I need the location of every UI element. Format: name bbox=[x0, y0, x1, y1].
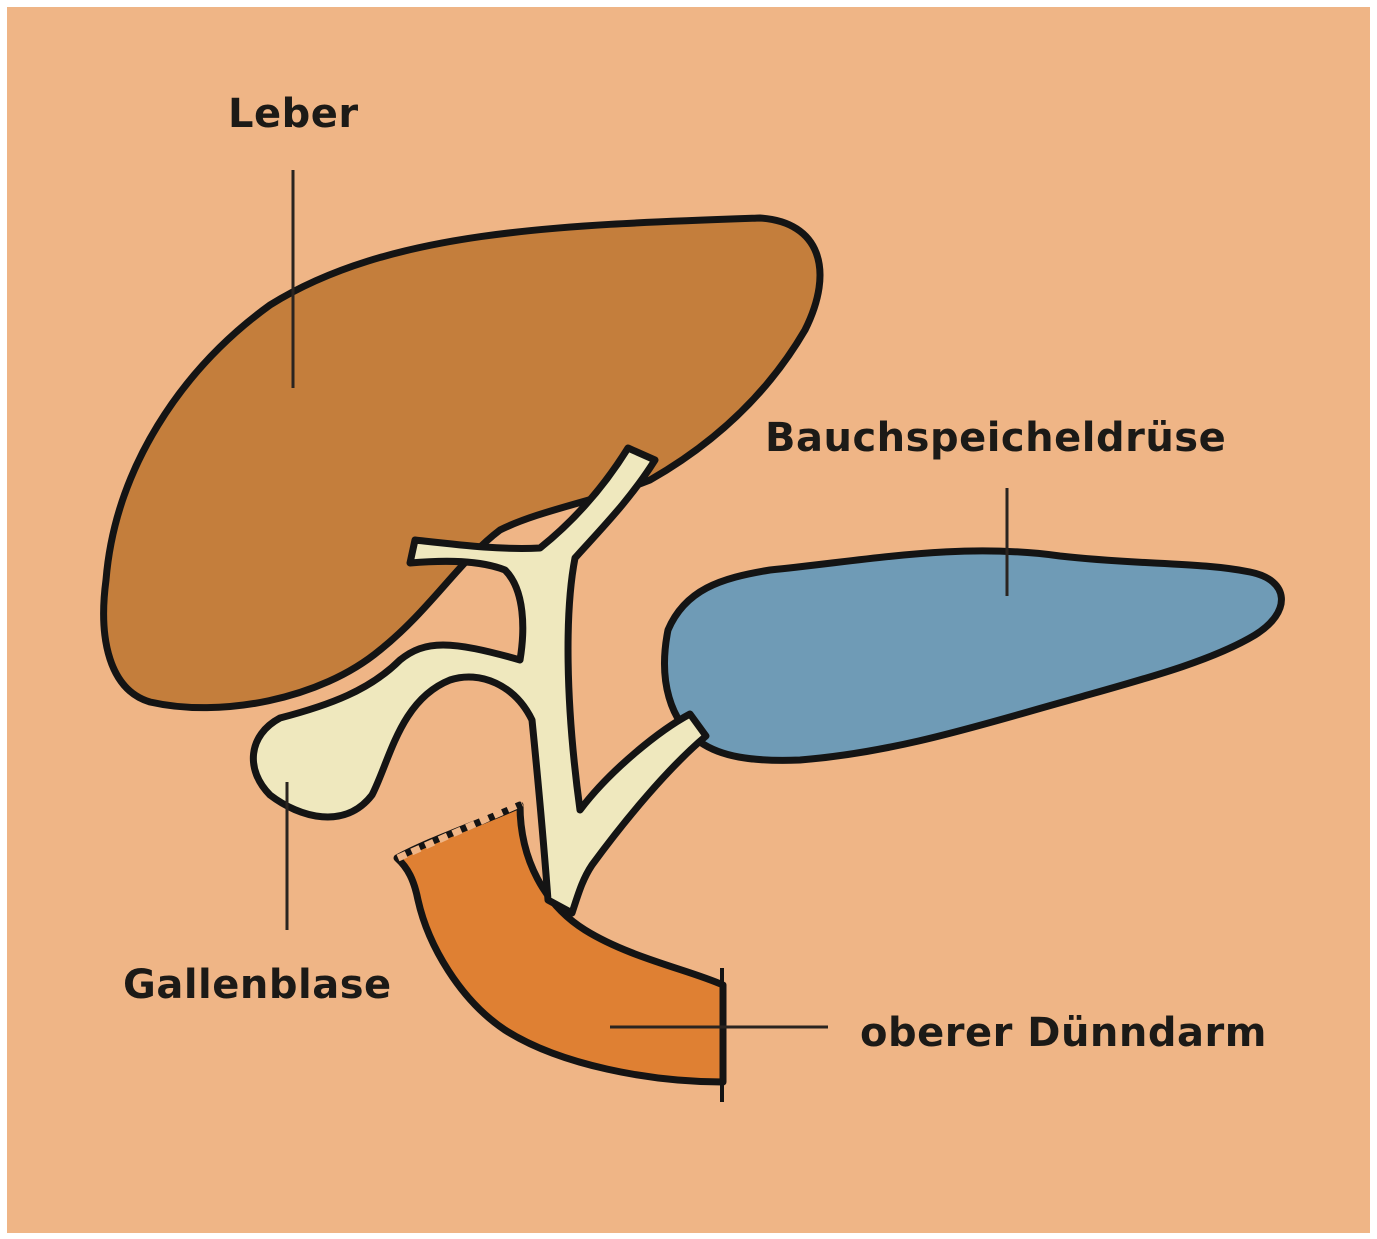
pancreas-label: Bauchspeicheldrüse bbox=[765, 418, 1226, 458]
diagram-frame: Leber Bauchspeicheldrüse Gallenblase obe… bbox=[7, 7, 1370, 1233]
liver-label: Leber bbox=[228, 94, 359, 134]
small-intestine-label: oberer Dünndarm bbox=[860, 1013, 1267, 1053]
pancreas-shape bbox=[665, 551, 1282, 761]
gallbladder-label: Gallenblase bbox=[123, 965, 392, 1005]
